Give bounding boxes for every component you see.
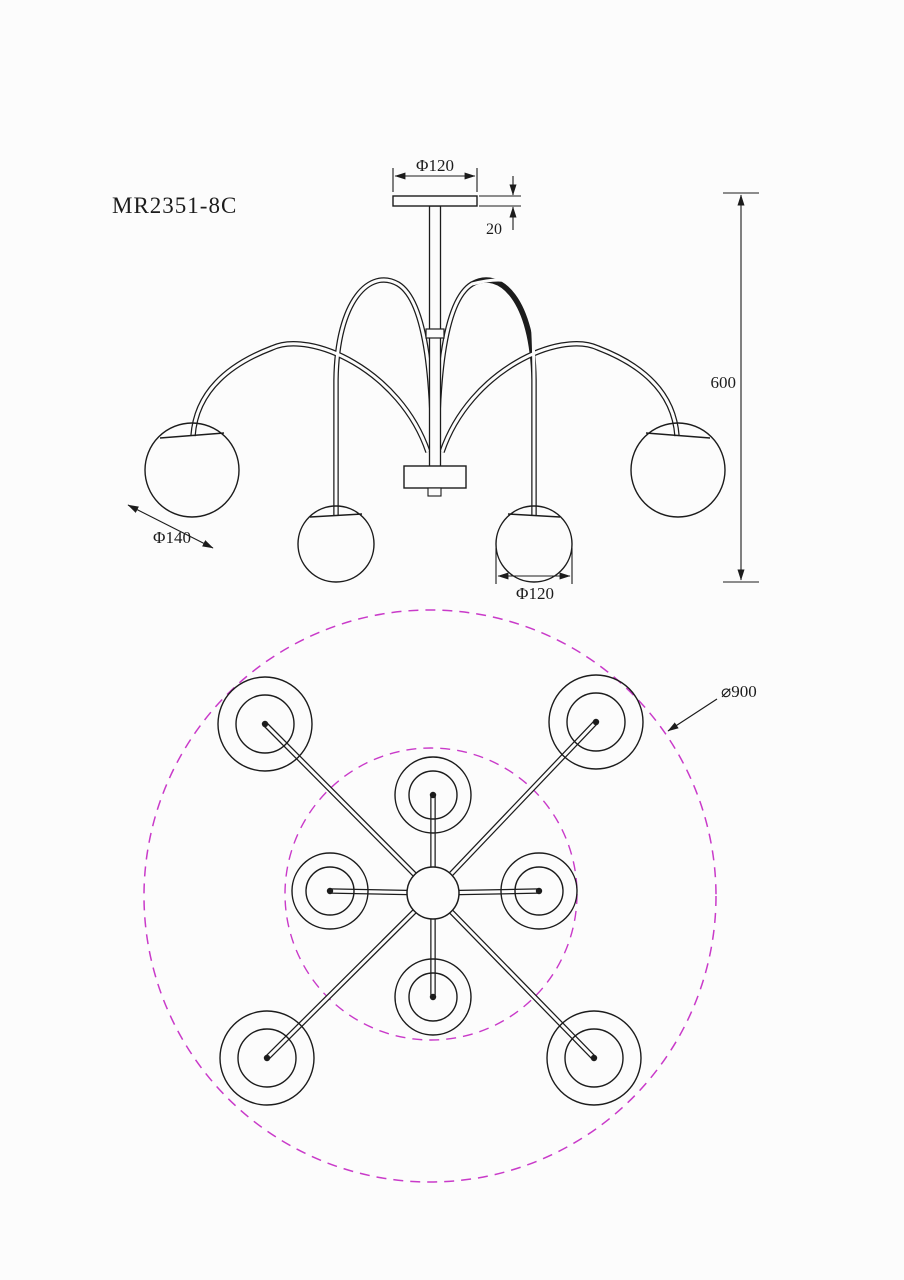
globe-right-outer <box>630 422 726 518</box>
elevation-view: MR2351-8C <box>112 156 759 603</box>
dim-small-globe-label: Φ120 <box>516 584 554 603</box>
dim-height-label: 600 <box>711 373 737 392</box>
dim-plate-diameter <box>392 168 478 192</box>
dim-large-globe <box>127 504 214 549</box>
hub-nipple <box>427 487 442 497</box>
dim-large-globe-label: Φ140 <box>153 528 191 547</box>
globe-left-outer <box>144 422 240 518</box>
globe-left-inner <box>297 505 375 583</box>
plan-arm-end-dots <box>261 718 600 1062</box>
elevation-globes <box>144 422 726 583</box>
globe-right-inner <box>495 505 573 583</box>
plan-view: ⌀900 <box>143 609 757 1183</box>
dim-plate-thickness-label: 20 <box>486 221 502 238</box>
dim-overall-diameter <box>667 698 718 732</box>
plan-central-hub <box>406 866 460 920</box>
lower-hub <box>403 465 467 489</box>
dim-plate-thickness <box>479 176 521 230</box>
outer-diameter-dashed-circle <box>143 609 717 1183</box>
plan-globes-inner <box>291 756 578 1036</box>
model-label: MR2351-8C <box>112 193 237 218</box>
rod-coupler <box>425 328 445 339</box>
dim-height <box>723 192 759 583</box>
plan-globes-outer <box>217 674 644 1106</box>
ceiling-plate <box>392 195 478 207</box>
dim-plate-diameter-label: Φ120 <box>416 156 454 175</box>
dim-small-globe <box>495 548 573 584</box>
plan-arms <box>263 720 598 1060</box>
dim-overall-diameter-label: ⌀900 <box>721 682 757 701</box>
